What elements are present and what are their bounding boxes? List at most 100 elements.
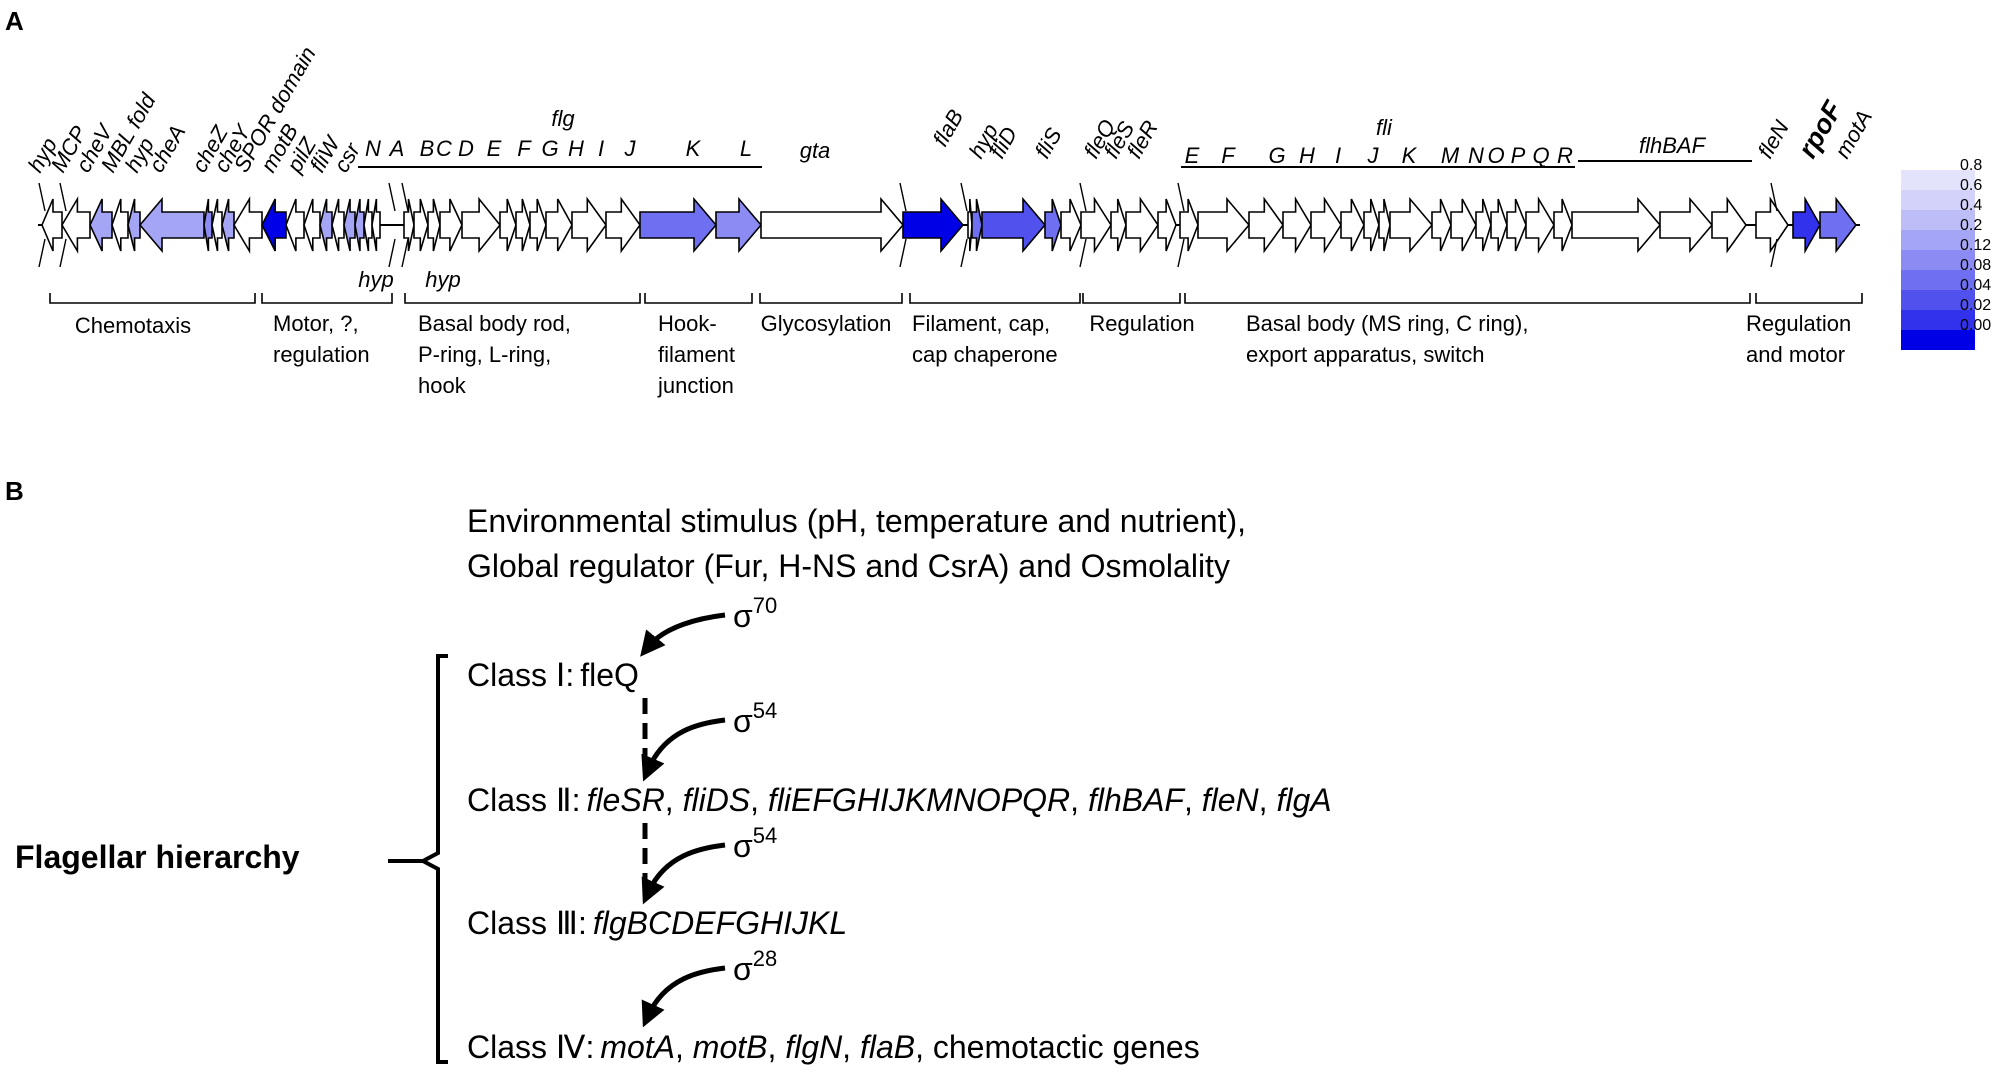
category-line: export apparatus, switch — [1246, 342, 1484, 367]
gene-arrow — [1282, 196, 1312, 254]
gene-arrow — [1340, 198, 1365, 252]
gene-arrow — [715, 196, 763, 254]
category-basal-body-rod: Basal body rod, P-ring, L-ring, hook — [418, 311, 577, 398]
class-gene-sep: , chemotactic genes — [915, 1029, 1200, 1065]
gene-label: flaB — [928, 105, 969, 150]
class-label: Class Ⅰ: — [467, 657, 574, 693]
category-bracket — [1184, 293, 1751, 304]
gene-arrow — [41, 198, 63, 252]
fli-letter: N — [1468, 143, 1484, 168]
fli-letter: R — [1557, 143, 1573, 168]
gene-arrow — [211, 198, 223, 252]
fli-letter: E — [1185, 143, 1200, 168]
gene-arrow — [363, 198, 373, 252]
gene-arrow — [1157, 198, 1177, 252]
junction-tick — [59, 238, 67, 268]
fli-letter: J — [1367, 143, 1380, 168]
gene-arrow — [413, 198, 429, 252]
class-genes: fleQ — [580, 657, 639, 693]
gene-arrows — [38, 182, 1858, 268]
gene-arrow — [529, 198, 547, 252]
hierarchy-label: Flagellar hierarchy — [15, 839, 300, 875]
class-gene-sep: , — [1184, 782, 1202, 818]
gene-arrow — [371, 198, 381, 252]
category-line: Motor, ?, — [273, 311, 359, 336]
category-line: Glycosylation — [761, 311, 892, 336]
category-line: Regulation — [1089, 311, 1194, 336]
category-bracket — [1755, 293, 1863, 304]
gene-arrow — [261, 198, 287, 252]
class-i-line: Class Ⅰ:fleQ — [467, 657, 639, 693]
gene-arrow — [1819, 196, 1858, 254]
gene-arrow — [515, 198, 531, 252]
gene-arrow — [1125, 196, 1159, 254]
fli-group-label: fli — [1376, 115, 1393, 140]
gene-arrow — [499, 198, 517, 252]
flg-group-label: flg — [551, 106, 575, 131]
gene-arrow — [461, 196, 502, 254]
category-labels: Chemotaxis Motor, ?, regulation Basal bo… — [75, 311, 1851, 398]
gene-arrow — [1475, 198, 1492, 252]
gene-arrow — [1389, 196, 1434, 254]
stimulus-line: Environmental stimulus (pH, temperature … — [467, 503, 1246, 539]
junction-tick — [388, 238, 396, 268]
gene-arrow — [571, 196, 607, 254]
sigma-label: σ54 — [733, 823, 777, 864]
hierarchy-bracket — [418, 654, 448, 1064]
category-bracket — [49, 293, 256, 304]
category-filament: Filament, cap, cap chaperone — [912, 311, 1058, 367]
category-glycosylation: Glycosylation — [761, 311, 892, 336]
junction-tick — [899, 238, 907, 268]
sigma-label: σ70 — [733, 593, 777, 634]
gene-arrow — [331, 198, 345, 252]
gene-arrow — [1431, 198, 1452, 252]
gene-arrow — [1197, 196, 1251, 254]
gene-arrow — [111, 198, 129, 252]
legend-value: 0.2 — [1960, 217, 1982, 234]
sigma-arrow — [640, 612, 726, 657]
flg-letter: E — [487, 136, 502, 161]
junction-tick — [1177, 182, 1185, 212]
gene-arrow — [1310, 196, 1342, 254]
legend-value: 0.02 — [1960, 297, 1991, 314]
class-gene-sep: , — [750, 782, 768, 818]
flg-letter: C — [436, 136, 452, 161]
fli-letter: F — [1221, 143, 1236, 168]
class-iii-line: Class Ⅲ:flgBCDEFGHIJKL — [467, 905, 847, 941]
fli-letter: H — [1299, 143, 1315, 168]
class-label: Class Ⅳ: — [467, 1029, 594, 1065]
flg-letter: F — [517, 136, 532, 161]
junction-tick — [1079, 182, 1087, 212]
category-line: Basal body (MS ring, C ring), — [1246, 311, 1528, 336]
legend-value: 0.08 — [1960, 257, 1991, 274]
class-gene: flgN — [785, 1029, 843, 1065]
category-bracket — [909, 293, 1081, 304]
gene-arrow — [1553, 198, 1573, 252]
class-gene-sep: , — [767, 1029, 785, 1065]
gene-labels: hyp MCP cheV MBL fold hyp cheA cheZ cheY… — [23, 42, 1877, 177]
category-regulation: Regulation — [1089, 311, 1194, 336]
gene-arrow — [138, 196, 205, 254]
category-chemotaxis: Chemotaxis — [75, 313, 191, 338]
legend-swatch — [1901, 170, 1975, 190]
flg-letter: J — [624, 136, 637, 161]
sigma-arrow — [641, 842, 726, 905]
gene-arrow — [1571, 196, 1662, 254]
category-brackets — [49, 293, 1863, 304]
sigma-label: σ28 — [733, 946, 777, 987]
flhbaf-group-label: flhBAF — [1639, 133, 1707, 158]
gene-arrow — [127, 198, 141, 252]
fli-letter: I — [1335, 143, 1341, 168]
class-gene: flgA — [1276, 782, 1331, 818]
legend-value: 0.00 — [1960, 317, 1991, 334]
gene-arrow — [319, 198, 333, 252]
gene-arrow — [639, 196, 718, 254]
category-motor: Motor, ?, regulation — [273, 311, 370, 367]
category-line: Regulation — [1746, 311, 1851, 336]
legend-swatch — [1901, 330, 1975, 350]
class-gene: motB — [693, 1029, 768, 1065]
category-bracket — [261, 293, 393, 304]
legend-swatch — [1901, 190, 1975, 210]
category-bracket — [404, 293, 641, 304]
